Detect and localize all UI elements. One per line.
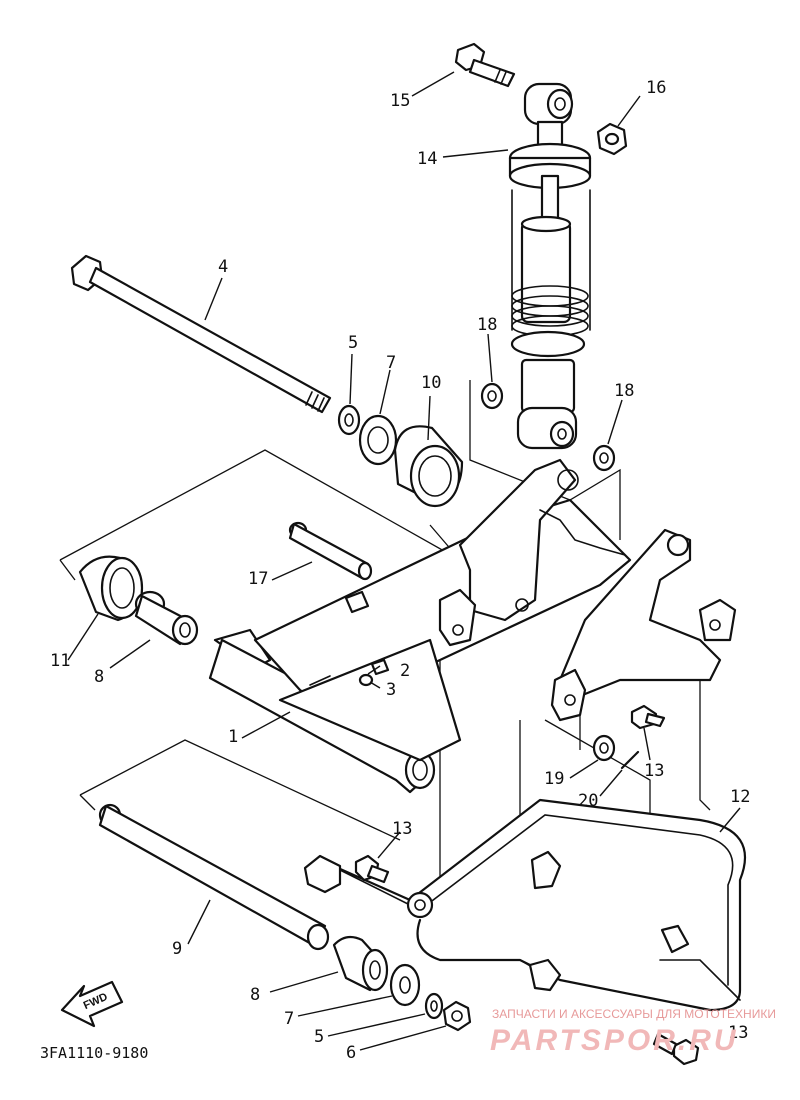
callout-13: 13 <box>392 819 412 839</box>
small-bolt-washer <box>358 658 390 687</box>
callout-8: 8 <box>250 985 260 1005</box>
callout-19: 19 <box>544 769 564 789</box>
lower-tube <box>98 803 330 951</box>
collar <box>78 555 144 622</box>
callout-10: 10 <box>421 373 441 393</box>
pivot-bolt <box>70 254 332 414</box>
bushing-upper <box>134 590 199 646</box>
callout-13: 13 <box>644 761 664 781</box>
callout-20: 20 <box>578 791 598 811</box>
washer-pin-bolt <box>592 704 666 770</box>
watermark-brand: PARTSPOR.RU <box>490 1024 739 1057</box>
callout-1: 1 <box>228 727 238 747</box>
callout-8: 8 <box>94 667 104 687</box>
callout-16: 16 <box>646 78 666 98</box>
callout-15: 15 <box>390 91 410 111</box>
lower-bushing-washer-nut <box>332 935 472 1032</box>
callout-12: 12 <box>730 787 750 807</box>
callout-18: 18 <box>477 315 497 335</box>
callout-17: 17 <box>248 569 268 589</box>
shock-spacers <box>480 382 616 472</box>
top-nut <box>596 122 628 156</box>
bolts-lower <box>354 854 700 1066</box>
callout-6: 6 <box>346 1043 356 1063</box>
callout-7: 7 <box>386 353 396 373</box>
swingarm <box>208 458 737 794</box>
callout-2: 2 <box>400 661 410 681</box>
callout-leaders <box>67 71 741 1051</box>
guard-bar <box>303 798 747 1012</box>
upper-washer-bearing-cap <box>337 404 464 508</box>
callout-11: 11 <box>50 651 70 671</box>
callout-5: 5 <box>348 333 358 353</box>
top-bolt <box>454 42 516 88</box>
callout-13: 13 <box>728 1023 748 1043</box>
callout-14: 14 <box>417 149 437 169</box>
callout-labels: 15 16 14 4 5 7 10 18 18 17 11 8 2 3 1 19… <box>50 78 750 1063</box>
fwd-arrow: FWD <box>60 980 124 1028</box>
callout-7: 7 <box>284 1009 294 1029</box>
drawing-code: 3FA1110-9180 <box>40 1044 148 1062</box>
pivot-shaft <box>288 521 373 581</box>
callout-3: 3 <box>386 680 396 700</box>
callout-9: 9 <box>172 939 182 959</box>
callout-4: 4 <box>218 257 228 277</box>
rear-shock-absorber <box>508 82 592 450</box>
callout-18: 18 <box>614 381 634 401</box>
callout-5: 5 <box>314 1027 324 1047</box>
watermark: ЗАПЧАСТИ И АКСЕССУАРЫ ДЛЯ МОТОТЕХНИКИ PA… <box>490 1007 776 1057</box>
watermark-tagline: ЗАПЧАСТИ И АКСЕССУАРЫ ДЛЯ МОТОТЕХНИКИ <box>492 1007 776 1021</box>
